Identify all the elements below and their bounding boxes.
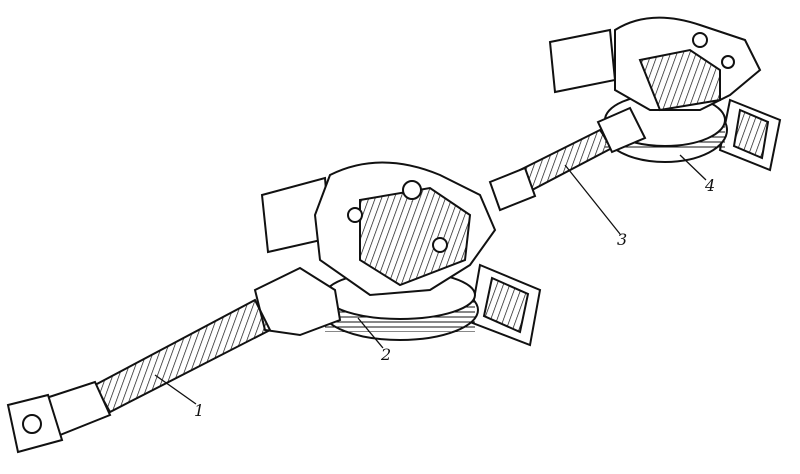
propeller-shaft-3 [488,106,647,212]
leader-line-2 [357,317,384,349]
middle-axle-housing [260,176,542,347]
rear-differential [614,16,762,112]
callout-label-1: 1 [194,401,205,420]
leader-line-4 [679,154,707,181]
leader-line-3 [564,164,621,235]
callout-label-4: 4 [705,176,716,195]
middle-differential [313,161,497,297]
leader-line-1 [154,374,197,405]
leader-lines [154,154,707,405]
callout-label-2: 2 [381,345,392,364]
propeller-shaft-1 [6,266,342,454]
callout-label-3: 3 [617,230,628,249]
